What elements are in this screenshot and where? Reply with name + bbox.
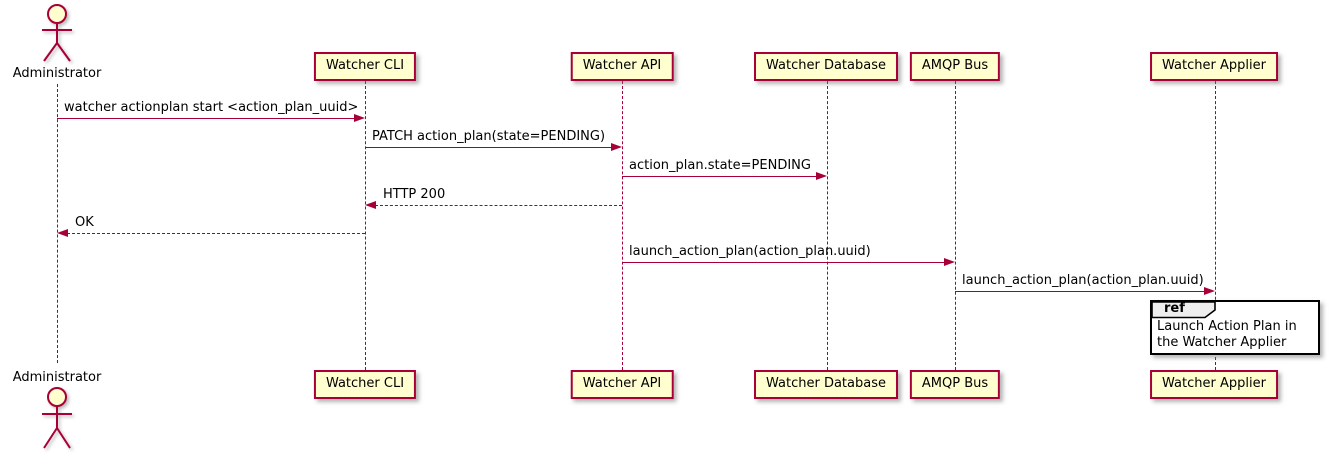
message-label: watcher actionplan start <action_plan_uu…	[64, 100, 359, 115]
message-label: HTTP 200	[383, 187, 446, 202]
message-label: launch_action_plan(action_plan.uuid)	[962, 273, 1204, 288]
participant-bottom-watcher-cli: Watcher CLI	[313, 370, 417, 399]
message-line	[365, 147, 617, 148]
participant-top-watcher-api: Watcher API	[570, 52, 674, 81]
arrowhead-right-icon	[1204, 287, 1215, 295]
actor-figure-icon	[42, 387, 72, 449]
message-line	[62, 233, 365, 234]
participant-bottom-amqp-bus: AMQP Bus	[909, 370, 1001, 399]
arrowhead-left-icon	[365, 201, 376, 209]
message-line	[955, 291, 1210, 292]
lifeline-watcher-applier	[1215, 81, 1216, 370]
message-line	[57, 118, 360, 119]
lifeline-amqp-bus	[955, 81, 956, 370]
actor-label: Administrator	[12, 370, 102, 385]
ref-text: Launch Action Plan in the Watcher Applie…	[1157, 319, 1297, 350]
arrowhead-right-icon	[611, 143, 622, 151]
message-label: launch_action_plan(action_plan.uuid)	[629, 244, 871, 259]
ref-fragment: ref Launch Action Plan in the Watcher Ap…	[1150, 300, 1320, 355]
lifeline-administrator	[57, 84, 58, 363]
participant-top-watcher-database: Watcher Database	[754, 52, 898, 81]
message-line	[622, 262, 950, 263]
arrowhead-right-icon	[944, 258, 955, 266]
arrowhead-left-icon	[57, 229, 68, 237]
message-line	[622, 176, 822, 177]
ref-keyword-tab: ref	[1151, 301, 1219, 324]
message-label: action_plan.state=PENDING	[629, 158, 811, 173]
message-label: OK	[75, 215, 94, 230]
participant-bottom-watcher-api: Watcher API	[570, 370, 674, 399]
ref-keyword: ref	[1164, 301, 1185, 316]
message-line	[370, 205, 622, 206]
arrowhead-right-icon	[816, 172, 827, 180]
lifeline-watcher-cli	[365, 81, 366, 370]
lifeline-watcher-database	[827, 81, 828, 370]
actor-label: Administrator	[12, 66, 102, 81]
participant-top-amqp-bus: AMQP Bus	[909, 52, 1001, 81]
participant-bottom-watcher-database: Watcher Database	[754, 370, 898, 399]
participant-top-watcher-applier: Watcher Applier	[1150, 52, 1278, 81]
lifeline-watcher-api	[622, 81, 623, 370]
actor-figure-icon	[42, 4, 72, 62]
participant-bottom-watcher-applier: Watcher Applier	[1150, 370, 1278, 399]
participant-top-watcher-cli: Watcher CLI	[313, 52, 417, 81]
arrowhead-right-icon	[354, 114, 365, 122]
message-label: PATCH action_plan(state=PENDING)	[372, 129, 606, 144]
